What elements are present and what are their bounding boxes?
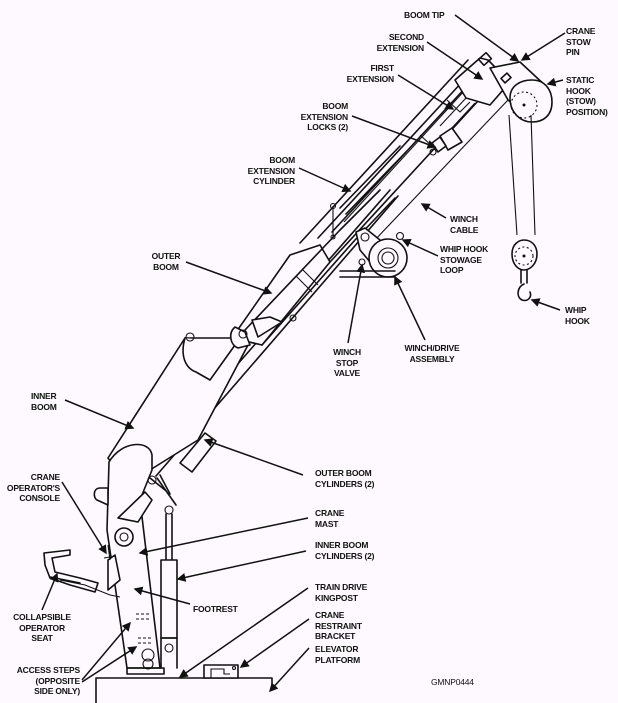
leader-footrest [133, 586, 191, 605]
label-footrest: FOOTREST [193, 604, 238, 614]
label-crane-operators-console: CRANE OPERATOR'S CONSOLE [6, 472, 60, 503]
leader-kingpost [178, 587, 309, 678]
label-whip-hook-stowage-loop: WHIP HOOK STOWAGE LOOP [440, 244, 489, 275]
leader-winch-cable [420, 203, 447, 219]
label-inner-boom-cylinders: INNER BOOM CYLINDERS (2) [315, 540, 375, 561]
leader-winch-drive [394, 275, 426, 341]
label-inner-boom: INNER BOOM [31, 391, 57, 412]
label-boom-extension-cylinder: BOOM EXTENSION CYLINDER [247, 155, 296, 186]
leader-whip-hook [530, 298, 561, 311]
leader-outer-boom-cylinders [203, 438, 304, 476]
label-train-drive-kingpost: TRAIN DRIVE KINGPOST [315, 582, 368, 603]
winch-cable-shape [372, 99, 536, 243]
leader-static-hook [546, 77, 564, 87]
label-first-extension: FIRST EXTENSION [346, 63, 395, 84]
label-winch-cable: WINCH CABLE [450, 214, 479, 235]
leader-boom-ext-locks [351, 115, 437, 149]
label-outer-boom-cylinders: OUTER BOOM CYLINDERS (2) [315, 468, 375, 489]
crane-restraint-bracket-shape [203, 664, 239, 679]
winch-drive-shape [339, 227, 408, 278]
label-whip-hook: WHIP HOOK [565, 305, 590, 326]
static-hook-sheave [509, 79, 553, 123]
leader-seat [41, 572, 59, 611]
label-boom-tip: BOOM TIP [404, 10, 445, 20]
leader-console [61, 481, 107, 555]
label-elevator-platform: ELEVATOR PLATFORM [315, 644, 360, 665]
leader-access-steps-2 [81, 646, 138, 683]
leader-inner-boom-cylinders [176, 550, 307, 582]
label-access-steps: ACCESS STEPS (OPPOSITE SIDE ONLY) [16, 665, 80, 696]
leader-whip-hook-loop [401, 239, 439, 257]
leader-restraint-bracket [239, 618, 310, 668]
outer-boom-shape [229, 189, 396, 349]
leader-inner-boom [64, 399, 135, 430]
label-crane-restraint-bracket: CRANE RESTRAINT BRACKET [315, 610, 362, 641]
leader-winch-stop-valve [347, 263, 366, 344]
leader-crane-mast [138, 517, 309, 556]
leader-outer-boom [185, 261, 273, 295]
whip-hook-block [511, 239, 538, 302]
operator-console-shape [93, 487, 121, 591]
figure-id-code: GMNP0444 [431, 677, 474, 687]
label-second-extension: SECOND EXTENSION [376, 32, 425, 53]
label-outer-boom: OUTER BOOM [151, 251, 181, 272]
leader-second-extension [426, 41, 484, 80]
leader-boom-ext-cylinder [298, 167, 352, 193]
leader-crane-stow-pin [520, 32, 566, 61]
leader-boom-tip [454, 14, 520, 62]
label-crane-mast: CRANE MAST [315, 508, 345, 529]
label-collapsible-operator-seat: COLLAPSIBLE OPERATOR SEAT [13, 612, 71, 643]
label-boom-extension-locks: BOOM EXTENSION LOCKS (2) [300, 101, 349, 132]
label-crane-stow-pin: CRANE STOW PIN [566, 26, 596, 57]
label-static-hook: STATIC HOOK (STOW) POSITION) [566, 75, 608, 117]
leader-access-steps-1 [81, 621, 131, 681]
label-winch-stop-valve: WINCH STOP VALVE [333, 347, 361, 378]
crane-mast-shape [106, 443, 165, 675]
label-winch-drive-assembly: WINCH/DRIVE ASSEMBLY [404, 343, 460, 364]
leader-elevator-platform [268, 647, 310, 693]
leader-first-extension [397, 74, 455, 110]
